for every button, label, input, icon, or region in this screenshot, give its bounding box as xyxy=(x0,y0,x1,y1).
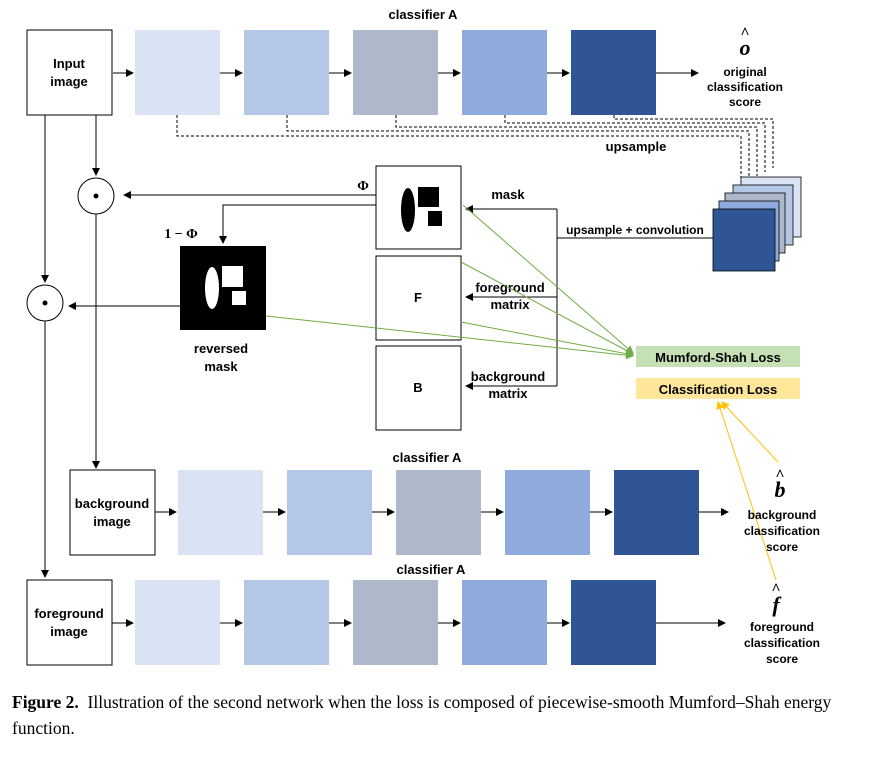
mid-layer-1 xyxy=(178,470,263,555)
background-score-label-2: classification xyxy=(744,524,820,538)
bottom-layer-2 xyxy=(244,580,329,665)
top-layer-5 xyxy=(571,30,656,115)
foreground-image-box xyxy=(26,579,113,666)
hat-icon: ^ xyxy=(775,467,784,484)
reversed-mask-square-large xyxy=(222,266,243,287)
mumford-shah-loss-box xyxy=(636,346,800,367)
original-score-label-3: score xyxy=(729,95,761,109)
original-score-label-2: classification xyxy=(707,80,783,94)
upsample-label: upsample xyxy=(606,139,667,154)
mumford-shah-loss-label: Mumford-Shah Loss xyxy=(655,350,781,365)
bottom-layer-4 xyxy=(462,580,547,665)
figure-caption: Figure 2. Illustration of the second net… xyxy=(12,689,882,741)
mid-layer-4 xyxy=(505,470,590,555)
background-box-label: B xyxy=(413,380,422,395)
classifier-a-bottom-label: classifier A xyxy=(397,562,467,577)
green-loss-arrows xyxy=(265,204,634,360)
hat-icon: ^ xyxy=(740,25,749,42)
reversed-mask-square-small xyxy=(232,291,246,305)
original-score-label-1: original xyxy=(723,65,766,79)
classification-loss-label: Classification Loss xyxy=(659,382,777,397)
foreground-image-label-2: image xyxy=(50,624,88,639)
classifier-a-top-label: classifier A xyxy=(389,7,459,22)
background-matrix-label-2: matrix xyxy=(488,386,528,401)
yellow-loss-arrows xyxy=(716,401,779,581)
foreground-matrix-label-2: matrix xyxy=(490,297,530,312)
background-image-label-2: image xyxy=(93,514,131,529)
top-layer-3 xyxy=(353,30,438,115)
mid-layer-5 xyxy=(614,470,699,555)
background-matrix-label-1: background xyxy=(471,369,545,384)
foreground-score-label-1: foreground xyxy=(750,620,814,634)
bottom-layer-3 xyxy=(353,580,438,665)
background-image-label-1: background xyxy=(75,496,149,511)
mask-label: mask xyxy=(491,187,525,202)
foreground-box-label: F xyxy=(414,290,422,305)
classifier-a-mid-label: classifier A xyxy=(393,450,463,465)
mask-square-small xyxy=(428,211,442,226)
classification-loss-box xyxy=(636,378,800,399)
reversed-mask-label-1: reversed xyxy=(194,341,248,356)
background-score-label-1: background xyxy=(748,508,817,522)
foreground-matrix-label-1: foreground xyxy=(475,280,544,295)
mask-box xyxy=(375,165,462,250)
original-score-symbol: o xyxy=(740,35,751,60)
network-diagram: classifier A Input image o ^ original cl… xyxy=(26,7,820,666)
foreground-matrix-box xyxy=(375,255,462,341)
top-layer-1 xyxy=(135,30,220,115)
caption-text: Illustration of the second network when … xyxy=(12,692,832,738)
mid-layer-2 xyxy=(287,470,372,555)
bottom-layer-5 xyxy=(571,580,656,665)
stack-layer-5 xyxy=(712,208,776,272)
hat-icon: ^ xyxy=(771,581,780,598)
one-minus-phi-label: 1 − Φ xyxy=(164,227,198,242)
mask-square-large xyxy=(418,187,439,207)
mask-ellipse-shape xyxy=(401,188,415,232)
background-score-label-3: score xyxy=(766,540,798,554)
input-image-label-1: Input xyxy=(53,56,85,71)
phi-label: Φ xyxy=(357,179,369,194)
input-image-label-2: image xyxy=(50,74,88,89)
bottom-layer-1 xyxy=(135,580,220,665)
input-image-box xyxy=(26,29,113,116)
reversed-mask-ellipse xyxy=(205,267,219,309)
foreground-image-label-1: foreground xyxy=(34,606,103,621)
upsample-dashed-lines xyxy=(176,115,774,183)
caption-prefix: Figure 2. xyxy=(12,692,79,712)
foreground-score-label-2: classification xyxy=(744,636,820,650)
foreground-score-symbol: f xyxy=(772,592,782,617)
upsample-convolution-label: upsample + convolution xyxy=(566,223,704,237)
background-image-box xyxy=(69,469,156,556)
top-layer-2 xyxy=(244,30,329,115)
background-score-symbol: b xyxy=(775,477,786,502)
background-matrix-box xyxy=(375,345,462,431)
top-layer-4 xyxy=(462,30,547,115)
foreground-score-label-3: score xyxy=(766,652,798,666)
reversed-mask-label-2: mask xyxy=(204,359,238,374)
mid-layer-3 xyxy=(396,470,481,555)
reversed-mask-box xyxy=(180,246,266,330)
